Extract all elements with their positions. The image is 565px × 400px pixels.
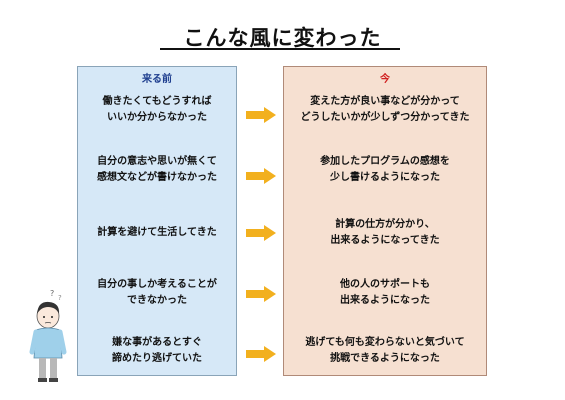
- arrow-right-icon: [246, 346, 276, 362]
- before-header: 来る前: [142, 74, 172, 85]
- question-mark-icon: ?: [58, 294, 62, 302]
- now-item-1: 変えた方が良い事などが分かって どうしたいかが少しずつ分かってきた: [300, 96, 470, 123]
- arrow-right-icon: [246, 168, 276, 184]
- now-item-4: 他の人のサポートも 出来るようになった: [340, 279, 430, 306]
- now-header: 今: [380, 74, 390, 85]
- before-item-2: 自分の意志や思いが無くて 感想文などが書けなかった: [97, 156, 217, 183]
- now-item-3: 計算の仕方が分かり、 出来るようになってきた: [330, 219, 440, 246]
- now-item-5: 逃げても何も変わらないと気づいて 挑戦できるようになった: [305, 337, 465, 364]
- page-title: こんな風に変わった: [183, 26, 382, 50]
- arrow-right-icon: [246, 107, 276, 123]
- arrow-right-icon: [246, 286, 276, 302]
- confused-child-illustration: ? ?: [29, 289, 67, 382]
- before-item-3: 計算を避けて生活してきた: [97, 227, 217, 238]
- now-item-2: 参加したプログラムの感想を 少し書けるようになった: [320, 156, 450, 183]
- before-panel: 来る前 働きたくてもどうすれば いいか分からなかった 自分の意志や思いが無くて …: [77, 66, 237, 376]
- before-item-5: 嫌な事があるとすぐ 諦めたり逃げていた: [112, 337, 202, 364]
- before-item-1: 働きたくてもどうすれば いいか分からなかった: [102, 96, 212, 123]
- arrow-right-icon: [246, 225, 276, 241]
- before-item-4: 自分の事しか考えることが できなかった: [97, 279, 217, 306]
- now-panel: 今 変えた方が良い事などが分かって どうしたいかが少しずつ分かってきた 参加した…: [283, 66, 487, 376]
- question-mark-icon: ?: [50, 289, 54, 298]
- title-underline: [160, 48, 400, 50]
